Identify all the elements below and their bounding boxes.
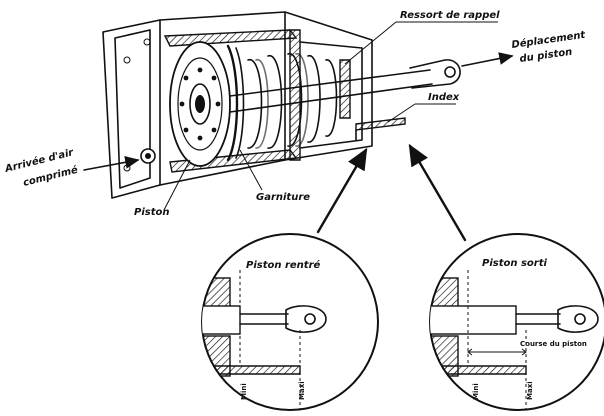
detail-extended-max: Maxi: [526, 381, 534, 400]
seal-label: Garniture: [256, 192, 310, 203]
detail-arrow-right: [408, 143, 467, 242]
detail-arrow-left: [316, 147, 368, 234]
leader-lines: [83, 21, 514, 242]
piston-displacement-label-1: Déplacement: [511, 29, 587, 51]
return-spring: [247, 53, 338, 149]
piston-label: Piston: [134, 207, 169, 218]
air-inlet-arrow: [83, 156, 140, 171]
cylinder-assembly: [102, 11, 461, 199]
piston-rod: [229, 69, 433, 113]
detail-extended-min: Mini: [472, 383, 480, 400]
detail-extended-stroke: Course du piston: [520, 340, 587, 348]
detail-extended: Piston sorti Course du piston Mini Maxi: [429, 233, 604, 411]
rod-eye: [409, 59, 461, 89]
detail-retracted-max: Maxi: [298, 381, 306, 400]
seal: [226, 44, 239, 162]
return-spring-label: Ressort de rappel: [400, 10, 500, 21]
detail-retracted-min: Mini: [240, 383, 248, 400]
detail-retracted: Piston rentré Mini Maxi: [201, 233, 379, 411]
detail-extended-title: Piston sorti: [482, 258, 547, 269]
displacement-arrow: [461, 52, 514, 67]
index-plate: [355, 117, 406, 131]
index-label: Index: [428, 92, 460, 103]
piston-displacement-label-2: du piston: [519, 47, 573, 65]
detail-retracted-title: Piston rentré: [246, 259, 321, 271]
flange-plate: [102, 19, 161, 199]
